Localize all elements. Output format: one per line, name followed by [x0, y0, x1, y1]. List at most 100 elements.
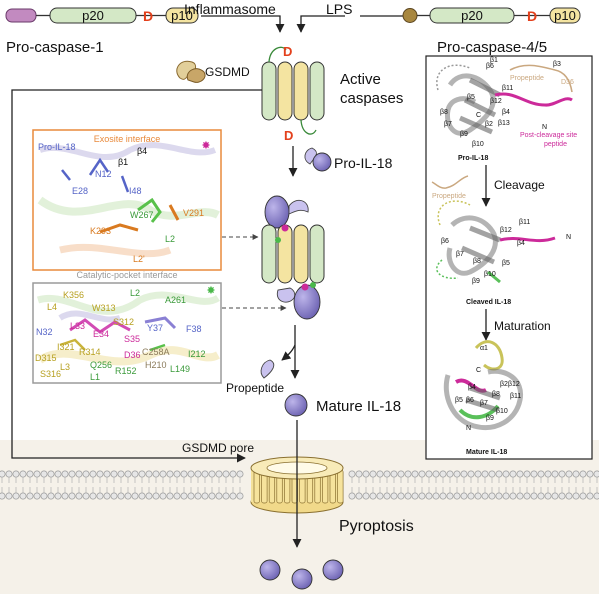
lipid-head [425, 470, 433, 478]
released-il18-3 [322, 559, 344, 581]
lipid-head [502, 492, 510, 500]
lipid-head [145, 470, 153, 478]
exo-res-9: L2' [133, 254, 145, 264]
lipid-head [572, 470, 580, 478]
lipid-head [593, 470, 599, 478]
lipid-head [397, 492, 405, 500]
st-top-11: β2 [485, 121, 493, 128]
st-mid-8: β5 [502, 260, 510, 267]
pk-res-3: L4 [47, 302, 57, 312]
pro-il18-label: Pro-IL-18 [334, 155, 393, 171]
lipid-head [509, 470, 517, 478]
lipid-head [558, 492, 566, 500]
lipid-head [89, 470, 97, 478]
pk-res-5: S312 [113, 317, 134, 327]
lipid-head [411, 492, 419, 500]
lipid-head [586, 492, 594, 500]
active-caspases-label-2: caspases [340, 90, 403, 107]
pk-res-18: H210 [145, 360, 167, 370]
lipid-head [89, 492, 97, 500]
st-bot-12: N [466, 425, 471, 432]
lipid-head [215, 470, 223, 478]
lipid-head [33, 470, 41, 478]
lipid-head [488, 470, 496, 478]
lipid-head [68, 470, 76, 478]
lipid-head [397, 470, 405, 478]
st-bot-4: β5 [455, 397, 463, 404]
st-bot-2: β12 [508, 381, 520, 388]
st-bot-3: β4 [468, 384, 476, 391]
st-bot-9: β10 [496, 408, 508, 415]
exo-res-1: β4 [137, 146, 147, 156]
lipid-head [369, 492, 377, 500]
lipid-head [404, 470, 412, 478]
lipid-head [68, 492, 76, 500]
lipid-head [82, 470, 90, 478]
st-top-3: Propeptide [510, 75, 544, 82]
lipid-head [12, 492, 20, 500]
released-il18-2 [291, 568, 313, 590]
exo-res-5: W267 [130, 210, 154, 220]
st-top-19: Pro-IL-18 [458, 155, 488, 162]
lipid-head [418, 470, 426, 478]
lipid-head [166, 470, 174, 478]
inflammasome-label: Inflammasome [184, 1, 276, 17]
propeptide-small-label: Propeptide [432, 193, 466, 200]
svg-text:✸: ✸ [206, 285, 215, 297]
lipid-head [61, 470, 69, 478]
lipid-head [502, 470, 510, 478]
st-top-4: D36 [561, 79, 574, 86]
lipid-head [446, 492, 454, 500]
lipid-head [369, 470, 377, 478]
lps-label: LPS [326, 1, 352, 17]
lipid-head [446, 470, 454, 478]
cleavage-label: Cleavage [494, 178, 545, 192]
lipid-head [12, 470, 20, 478]
lipid-head [418, 492, 426, 500]
st-mid-4: β7 [456, 251, 464, 258]
pk-res-24: L1 [90, 372, 100, 382]
lipid-head [187, 470, 195, 478]
st-mid-6: β8 [473, 258, 481, 265]
gsdmd-pore-label: GSDMD pore [182, 441, 254, 455]
caspase-il18-complex [261, 195, 325, 320]
lipid-head [593, 492, 599, 500]
cleavage-site-2: D [527, 8, 537, 24]
lipid-head [348, 492, 356, 500]
st-top-17: Post-cleavage site [520, 132, 577, 139]
p20-label-2: p20 [461, 8, 483, 23]
active-caspases-label-1: Active [340, 71, 381, 88]
released-il18-1 [259, 559, 281, 581]
p20-label-1: p20 [82, 8, 104, 23]
pk-res-6: Y37 [147, 323, 163, 333]
st-mid-2: β4 [517, 240, 525, 247]
pk-res-20: L3 [60, 362, 70, 372]
exo-res-8: L2 [165, 234, 175, 244]
lipid-head [565, 492, 573, 500]
st-bot-1: C [476, 367, 481, 374]
lipid-head [124, 470, 132, 478]
st-top-10: β4 [502, 109, 510, 116]
lipid-head [61, 492, 69, 500]
lipid-head [376, 470, 384, 478]
pk-res-1: L2 [130, 288, 140, 298]
st-bot-7: β8 [492, 391, 500, 398]
lipid-head [362, 492, 370, 500]
pro-caspase-1-domains: p20 D p10 [5, 7, 199, 24]
lipid-head [75, 470, 83, 478]
st-top-12: β9 [460, 131, 468, 138]
structure-panel: β6 β1 β3 Propeptide D36 β8 β7 β11 β5 β12… [425, 55, 593, 460]
inflammasome-arrow [201, 15, 285, 33]
pk-res-17: D36 [124, 350, 141, 360]
lipid-head [495, 470, 503, 478]
lipid-head [579, 470, 587, 478]
pk-res-13: I321 [57, 342, 75, 352]
gsdmd-pathway-line [11, 89, 262, 463]
lipid-head [19, 470, 27, 478]
lipid-head [509, 492, 517, 500]
lipid-head [110, 492, 118, 500]
pk-res-0: K356 [63, 290, 84, 300]
lipid-head [152, 492, 160, 500]
lipid-head [180, 470, 188, 478]
lipid-head [173, 492, 181, 500]
